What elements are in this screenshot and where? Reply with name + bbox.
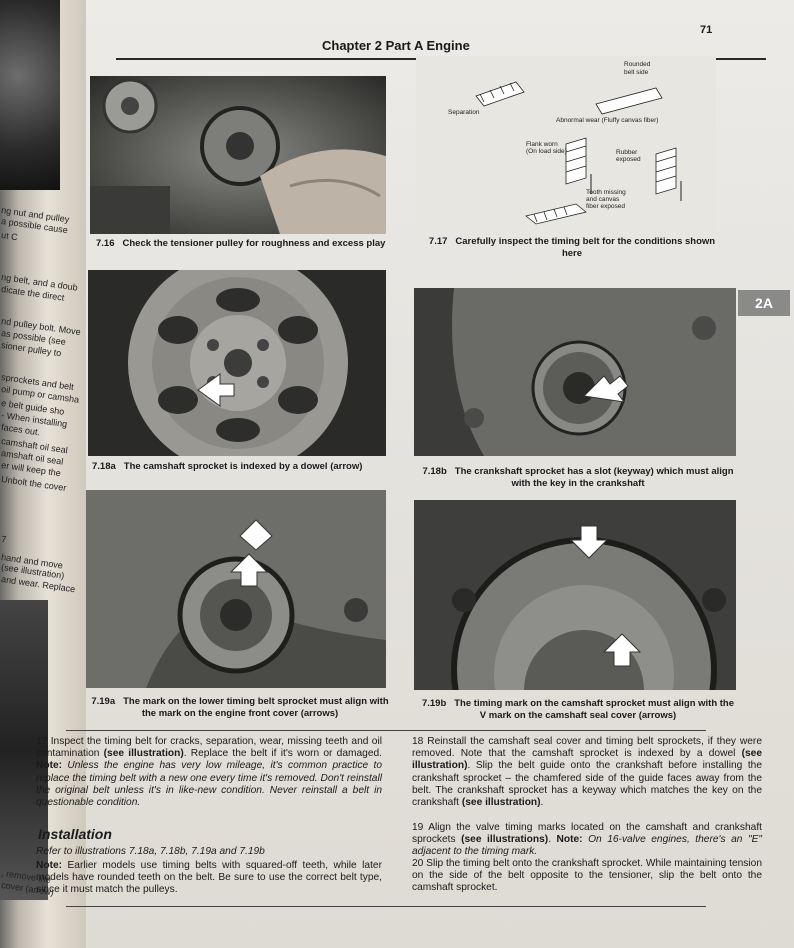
svg-text:exposed: exposed xyxy=(616,156,641,163)
svg-text:(On load side): (On load side) xyxy=(526,148,567,155)
figure-7-16-photo xyxy=(90,76,386,234)
svg-text:belt side: belt side xyxy=(624,69,649,76)
left-page-photo-top xyxy=(0,0,60,190)
svg-text:Flank worn: Flank worn xyxy=(526,141,558,148)
left-page-fragment: ut C xyxy=(0,230,19,243)
paragraph-20: 20 Slip the timing belt onto the cranksh… xyxy=(412,858,762,894)
figure-7-18a-photo xyxy=(88,270,386,456)
installation-note: Note: Earlier models use timing belts wi… xyxy=(36,860,382,896)
figure-7-19b-photo xyxy=(414,500,736,690)
svg-text:and canvas: and canvas xyxy=(586,196,620,203)
installation-heading: Installation xyxy=(38,826,112,842)
left-page-photo-bottom xyxy=(0,600,48,900)
bottom-rule xyxy=(66,906,706,907)
svg-text:Tooth missing: Tooth missing xyxy=(586,189,626,196)
left-page-fragment: 7 xyxy=(0,534,7,545)
paragraph-19: 19 Align the valve timing marks located … xyxy=(412,822,762,858)
figure-7-19a-photo xyxy=(86,490,386,688)
figure-7-17-diagram: Rounded belt side Separation Abnormal we… xyxy=(416,56,716,234)
svg-text:Rubber: Rubber xyxy=(616,149,638,156)
paragraph-17: 17 Inspect the timing belt for cracks, s… xyxy=(36,736,382,809)
body-rule xyxy=(66,730,706,731)
figure-7-18b-photo xyxy=(414,288,736,456)
page-number: 71 xyxy=(700,24,713,36)
paragraph-18: 18 Reinstall the camshaft seal cover and… xyxy=(412,736,762,809)
svg-text:Separation: Separation xyxy=(448,109,480,116)
section-tab: 2A xyxy=(738,290,790,316)
svg-text:Rounded: Rounded xyxy=(624,61,651,68)
svg-text:Abnormal wear (Fluffy canvas f: Abnormal wear (Fluffy canvas fiber) xyxy=(556,117,658,124)
chapter-header: Chapter 2 Part A Engine xyxy=(322,38,470,53)
installation-refer: Refer to illustrations 7.18a, 7.18b, 7.1… xyxy=(36,846,265,857)
svg-text:fiber exposed: fiber exposed xyxy=(586,203,625,210)
